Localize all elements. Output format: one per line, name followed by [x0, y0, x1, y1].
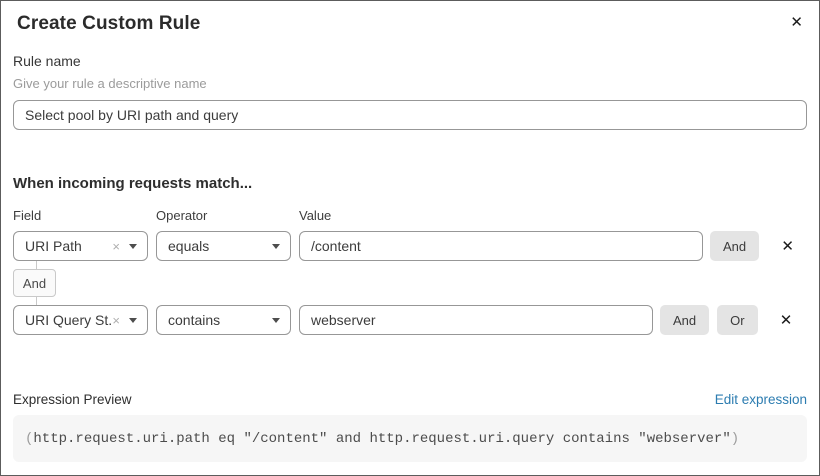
rule-name-label: Rule name [13, 53, 81, 69]
rule-name-hint: Give your rule a descriptive name [13, 76, 207, 91]
and-button[interactable]: And [660, 305, 710, 335]
remove-condition-icon[interactable]: ✕ [781, 237, 794, 255]
field-select-value: URI Query St... [25, 312, 113, 328]
expression-open-paren: ( [25, 430, 34, 447]
field-select[interactable]: URI Path × [13, 231, 148, 261]
or-button[interactable]: Or [717, 305, 758, 335]
value-column-label: Value [299, 208, 332, 223]
edit-expression-link[interactable]: Edit expression [714, 392, 807, 407]
condition-row: URI Query St... × contains And Or ✕ [13, 305, 807, 335]
dialog-title: Create Custom Rule [17, 13, 201, 34]
condition-row: URI Path × equals And ✕ [13, 231, 807, 261]
clear-icon[interactable]: × [112, 238, 120, 254]
operator-select[interactable]: contains [156, 305, 291, 335]
clear-icon[interactable]: × [112, 312, 120, 328]
dialog-header: Create Custom Rule ✕ [1, 1, 819, 35]
field-select-value: URI Path [25, 238, 82, 254]
remove-condition-icon[interactable]: ✕ [779, 311, 793, 329]
expression-preview-header: Expression Preview Edit expression [13, 392, 807, 407]
rule-name-input[interactable] [13, 100, 807, 130]
value-input[interactable] [299, 305, 653, 335]
operator-select[interactable]: equals [156, 231, 291, 261]
chevron-down-icon [129, 243, 137, 249]
field-select[interactable]: URI Query St... × [13, 305, 148, 335]
connector-and-chip: And [13, 269, 56, 297]
expression-close-paren: ) [730, 430, 740, 447]
condition-column-headers: Field Operator Value [13, 208, 807, 223]
match-heading: When incoming requests match... [13, 175, 253, 192]
close-icon[interactable]: ✕ [790, 14, 803, 31]
expression-preview-label: Expression Preview [13, 392, 132, 407]
operator-column-label: Operator [156, 208, 208, 223]
chevron-down-icon [129, 317, 137, 323]
chevron-down-icon [272, 243, 280, 249]
field-column-label: Field [13, 208, 42, 223]
chevron-down-icon [272, 317, 280, 323]
value-input[interactable] [299, 231, 703, 261]
and-button[interactable]: And [710, 231, 760, 261]
expression-body: http.request.uri.path eq "/content" and … [33, 430, 731, 447]
operator-select-value: contains [168, 312, 221, 328]
operator-select-value: equals [168, 238, 210, 254]
condition-connector: And [13, 261, 133, 305]
expression-code-block: (http.request.uri.path eq "/content" and… [13, 415, 807, 462]
